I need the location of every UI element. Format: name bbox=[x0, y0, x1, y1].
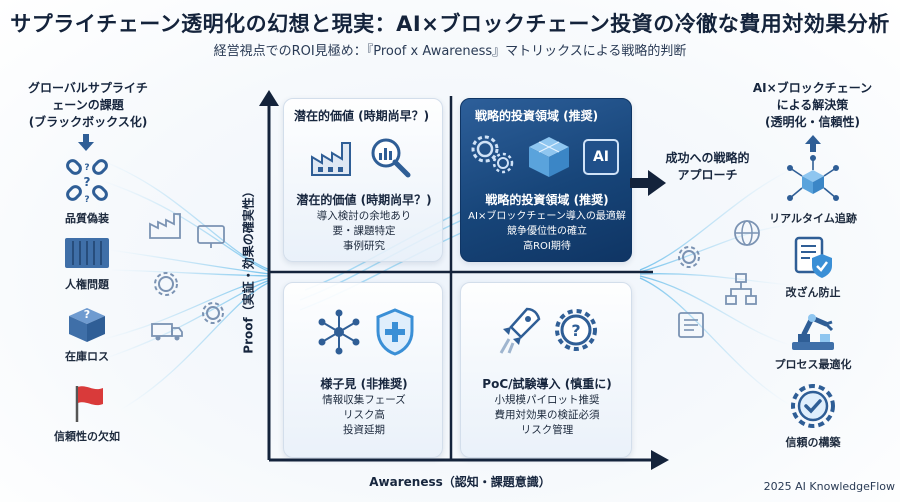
gear-small-icon bbox=[202, 302, 224, 324]
challenge-item-trust: 信頼性の欠如 bbox=[22, 382, 152, 444]
quadrant-heading: 潜在的価値 (時期尚早？) bbox=[294, 109, 430, 123]
question-gear-icon: ? bbox=[555, 309, 597, 351]
challenge-label: 品質偽装 bbox=[65, 212, 109, 225]
challenge-item-inventory: ? 在庫ロス bbox=[22, 300, 152, 364]
strategic-approach-arrow bbox=[630, 170, 666, 196]
solution-label: 信頼の構築 bbox=[785, 436, 841, 449]
network-cube-icon bbox=[787, 155, 839, 201]
shield-document-icon bbox=[794, 236, 832, 278]
network-nodes-icon bbox=[318, 309, 360, 355]
quadrant-description: 小規模パイロット推奨 費用対効果の検証必須 リスク管理 bbox=[494, 394, 600, 436]
solution-item-tracking: リアルタイム追跡 bbox=[748, 154, 878, 226]
truck-icon bbox=[151, 323, 183, 341]
up-arrow-icon bbox=[805, 135, 821, 152]
svg-text:?: ? bbox=[84, 195, 89, 205]
quadrant-strategic-investment: 戦略的投資領域 (推奨) AI 戦略的投資領域 (推奨) AI×ブロックチェーン… bbox=[460, 98, 632, 262]
globe-icon bbox=[734, 220, 760, 246]
quadrant-description: 導入検討の余地あり 要・課題特定 事例研究 bbox=[316, 210, 412, 252]
solution-item-tamper-proof: 改ざん防止 bbox=[748, 234, 878, 300]
solution-label: プロセス最適化 bbox=[774, 358, 852, 371]
question-box-icon: ? bbox=[69, 308, 105, 342]
quadrant-title: PoC/試験導入 (慎重に) bbox=[482, 377, 612, 391]
quadrant-title: 様子見 (非推奨) bbox=[320, 377, 408, 391]
quadrant-description: 情報収集フェーズ リスク高 投資延期 bbox=[322, 394, 406, 436]
x-axis-label: Awareness（認知・課題意識） bbox=[369, 475, 551, 489]
svg-text:?: ? bbox=[84, 163, 89, 173]
shipping-container-icon bbox=[65, 238, 109, 268]
quadrant-wait-and-see: 様子見 (非推奨) 情報収集フェーズ リスク高 投資延期 bbox=[283, 282, 443, 458]
challenge-label: 信頼性の欠如 bbox=[54, 430, 120, 443]
factory-icon bbox=[311, 142, 351, 176]
svg-text:?: ? bbox=[84, 308, 90, 321]
quadrant-title: 潜在的価値 (時期尚早？) bbox=[296, 193, 432, 207]
monitor-icon bbox=[197, 225, 225, 248]
challenge-label: 在庫ロス bbox=[65, 350, 109, 363]
factory-icon bbox=[149, 213, 181, 239]
challenge-label: 人権問題 bbox=[65, 278, 109, 291]
down-arrow-icon bbox=[78, 134, 94, 151]
quadrant-heading: 戦略的投資領域 (推奨) bbox=[475, 109, 599, 123]
challenges-heading: グローバルサプライチ ェーンの課題 (ブラックボックス化) bbox=[28, 81, 148, 129]
page-title: サプライチェーン透明化の幻想と現実：AI×ブロックチェーン投資の冷徹な費用対効果… bbox=[10, 12, 890, 36]
svg-text:?: ? bbox=[571, 321, 580, 340]
gear-icon bbox=[154, 272, 178, 296]
checklist-icon bbox=[678, 312, 704, 338]
quadrant-title: 戦略的投資領域 (推奨) bbox=[485, 193, 609, 207]
robot-arm-icon bbox=[792, 314, 834, 350]
red-flag-icon bbox=[75, 386, 103, 422]
quadrant-poc-trial: ? PoC/試験導入 (慎重に) 小規模パイロット推奨 費用対効果の検証必須 リ… bbox=[460, 282, 632, 458]
magnifier-chart-icon bbox=[371, 138, 411, 178]
quadrant-description: AI×ブロックチェーン導入の最適解 競争優位性の確立 高ROI期待 bbox=[468, 211, 626, 252]
quadrant-potential-value: 潜在的価値 (時期尚早？) 潜在的価値 (時期尚早？) 導入検討の余地あり 要・… bbox=[283, 98, 443, 262]
gears-icon bbox=[471, 135, 514, 174]
strategic-approach-label: 成功への戦略的 アプローチ bbox=[665, 151, 750, 182]
challenge-item-quality: ? ? ? 品質偽装 bbox=[22, 156, 152, 226]
solution-label: 改ざん防止 bbox=[785, 286, 841, 299]
svg-text:?: ? bbox=[84, 175, 91, 189]
solution-label: リアルタイム追跡 bbox=[769, 212, 857, 225]
footer-credit: 2025 AI KnowledgeFlow bbox=[763, 480, 895, 493]
blockchain-cube-icon bbox=[529, 137, 569, 177]
gear-small-right-icon bbox=[678, 246, 700, 268]
page-subtitle: 経営視点でのROI見極め：『Proof x Awareness』マトリックスによ… bbox=[213, 44, 687, 59]
rocket-icon bbox=[499, 307, 541, 354]
node-tree-icon bbox=[725, 273, 757, 305]
matrix-axes bbox=[259, 90, 669, 470]
challenge-item-human-rights: 人権問題 bbox=[22, 232, 152, 292]
solutions-heading: AI×ブロックチェーン による解決策 (透明化・信頼性) bbox=[752, 81, 873, 129]
solution-item-trust: 信頼の構築 bbox=[748, 382, 878, 450]
broken-chain-icon: ? ? ? bbox=[66, 159, 108, 205]
shield-plus-icon bbox=[376, 308, 414, 356]
check-gear-icon bbox=[791, 384, 835, 428]
solution-item-optimization: プロセス最適化 bbox=[748, 308, 878, 372]
ai-chip-icon: AI bbox=[583, 139, 619, 175]
